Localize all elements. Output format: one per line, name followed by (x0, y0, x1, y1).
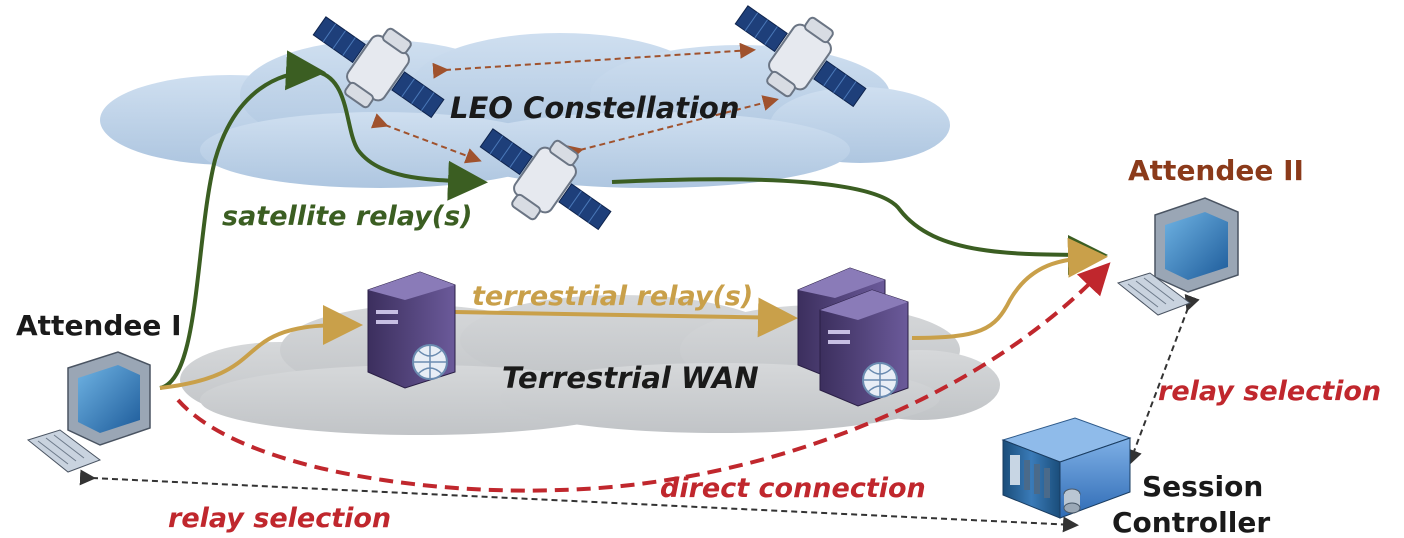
terrestrial-relay-path (454, 297, 798, 338)
satellite-relay-path (159, 50, 326, 390)
relay-selection-right-label: relay selection (1158, 376, 1381, 407)
isl-link (370, 113, 482, 164)
computer-icon (26, 351, 151, 473)
session-controller-icon (1001, 417, 1132, 519)
satellite-icon (734, 5, 867, 108)
relay-selection-link (79, 469, 1079, 533)
terrestrial-wan-label: Terrestrial WAN (502, 361, 759, 395)
satellite-icon (479, 128, 612, 231)
terrestrial-relay-label: terrestrial relay(s) (472, 281, 753, 312)
terrestrial-relay-path (159, 305, 363, 390)
direct-connection-label: direct connection (660, 473, 926, 504)
satellite-relay-path (611, 177, 1108, 275)
terrestrial-relay-path (911, 237, 1108, 340)
computer-icon (1116, 197, 1239, 316)
relay-selection-link (1126, 293, 1200, 466)
satellite-relay-label: satellite relay(s) (222, 201, 473, 232)
relay-selection-bottom-label: relay selection (168, 503, 391, 534)
isl-link (432, 42, 756, 79)
server-icon (367, 271, 456, 389)
attendee-1-label: Attendee I (16, 309, 182, 342)
session-controller-label-line2: Controller (1112, 506, 1270, 538)
satellite-relay-path (317, 70, 488, 201)
session-controller-label-line1: Session (1142, 470, 1263, 503)
satellite-icon (312, 16, 445, 119)
isl-link (566, 95, 779, 161)
server-icon (797, 267, 909, 407)
attendee-2-label: Attendee II (1128, 154, 1304, 187)
leo-constellation-label: LEO Constellation (450, 91, 740, 125)
